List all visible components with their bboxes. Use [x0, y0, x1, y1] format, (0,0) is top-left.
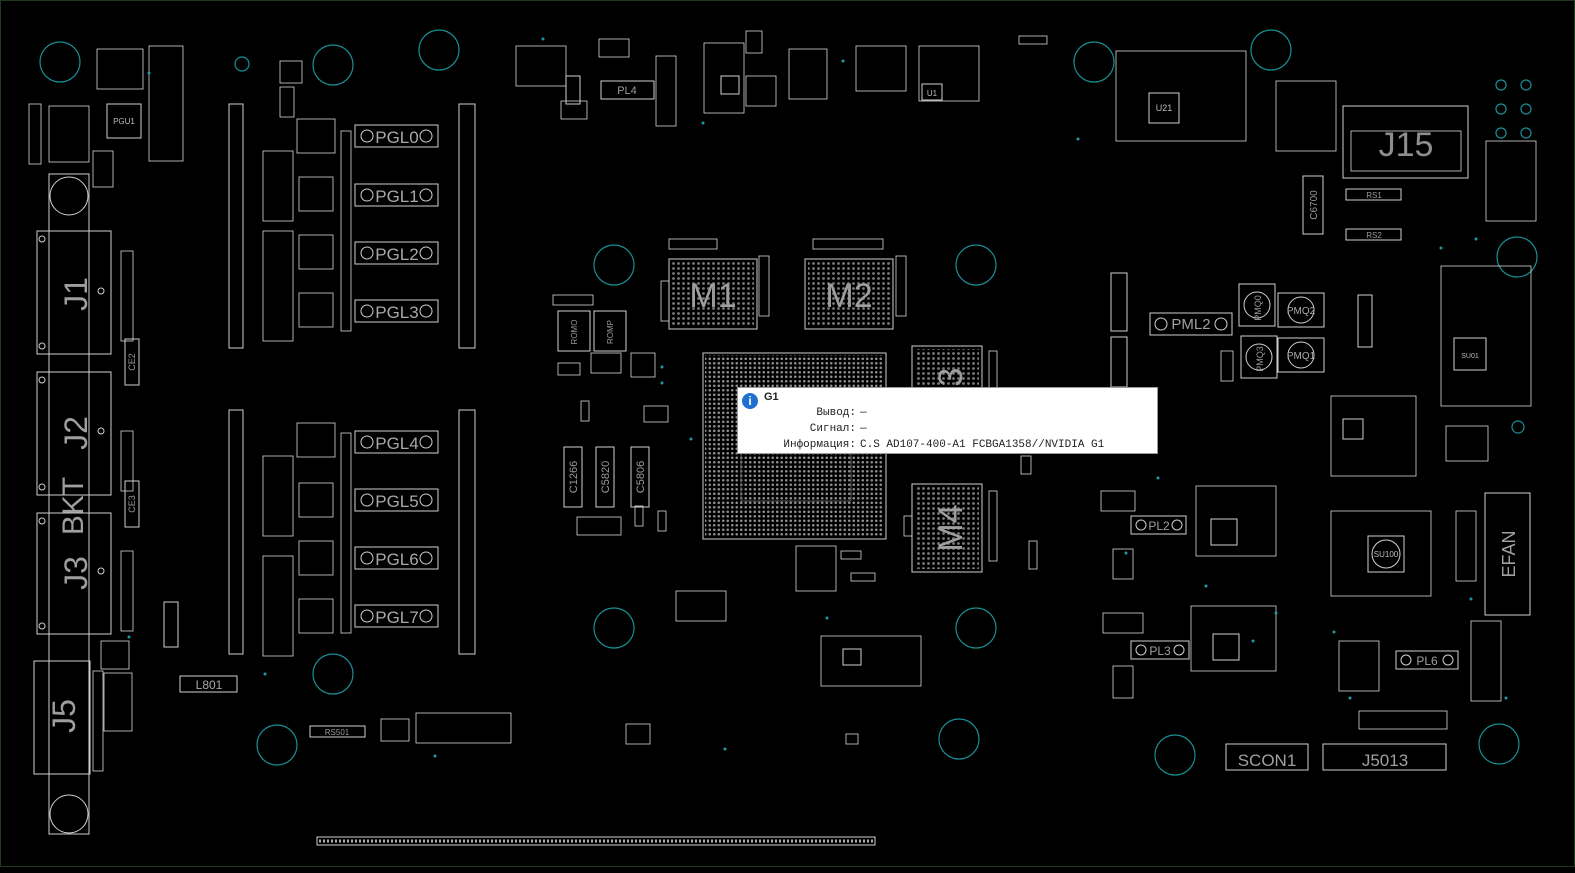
choke-pgl3-label: PGL3	[375, 303, 418, 322]
part-su100-label: SU100	[1374, 550, 1399, 559]
part-pmq2-label: PMQ2	[1287, 306, 1316, 317]
part-pmq1-label: PMQ1	[1287, 351, 1316, 362]
part-info-tooltip: i G1 Вывод: — Сигнал: — Информация: C.S …	[737, 387, 1158, 454]
tooltip-value-info: C.S AD107-400-A1 FCBGA1358//NVIDIA G1	[860, 439, 1105, 451]
smd-cluster-top-right	[1115, 50, 1537, 241]
mounting-holes	[39, 29, 1538, 776]
choke-pgl1-label: PGL1	[375, 187, 418, 206]
connector-j3-label: J3	[58, 556, 94, 590]
tooltip-title: G1	[764, 391, 779, 403]
part-romo-label: ROMO	[570, 320, 579, 345]
part-l801-label: L801	[196, 678, 223, 692]
choke-pgl4-label: PGL4	[375, 434, 418, 453]
part-romp-label: ROMP	[606, 320, 615, 344]
smd-cluster-bottom-left	[100, 338, 512, 744]
connector-j15-label: J15	[1379, 126, 1434, 164]
part-c5806-label: C5806	[635, 461, 647, 493]
part-ce3-label: CE3	[127, 495, 137, 513]
choke-group[interactable]	[354, 124, 439, 628]
part-ce2-label: CE2	[127, 353, 137, 371]
part-rs1-label: RS1	[1366, 191, 1382, 200]
tooltip-label-signal: Сигнал:	[809, 423, 856, 435]
part-u21-label: U21	[1156, 103, 1173, 113]
part-pml2-label: PML2	[1171, 316, 1210, 333]
connector-bkt-label: BKT	[57, 477, 90, 535]
part-pgu1-label: PGU1	[113, 117, 135, 126]
tooltip-value-pin: —	[860, 407, 867, 419]
memory-m3-label: 3	[932, 368, 970, 387]
info-icon: i	[742, 393, 758, 409]
smd-cluster-top-left	[28, 45, 184, 188]
choke-pgl5-label: PGL5	[375, 492, 418, 511]
part-c5820-label: C5820	[600, 461, 612, 493]
tooltip-label-pin: Вывод:	[816, 407, 856, 419]
vias	[127, 37, 1508, 758]
choke-pgl2-label: PGL2	[375, 245, 418, 264]
tooltip-label-info: Информация:	[783, 439, 856, 451]
memory-m2-label: M2	[825, 277, 872, 315]
part-pl2-label: PL2	[1148, 519, 1170, 533]
memory-m1-label: M1	[689, 277, 736, 315]
part-pl3-label: PL3	[1149, 644, 1171, 658]
part-su01-label: SU01	[1461, 353, 1479, 360]
tooltip-value-signal: —	[860, 423, 867, 435]
connector-j5-label: J5	[46, 699, 82, 733]
connector-j2-label: J2	[58, 416, 94, 450]
smd-cluster-top-center	[515, 30, 1048, 127]
part-c6700-label: C6700	[1309, 190, 1320, 220]
choke-pgl0-label: PGL0	[375, 128, 418, 147]
vrm-right-lower[interactable]	[1100, 395, 1531, 730]
connector-j5013-label: J5013	[1362, 751, 1408, 770]
phase-column-caps	[228, 60, 476, 655]
connector-j1-label: J1	[58, 277, 94, 311]
choke-pgl7-label: PGL7	[375, 608, 418, 627]
bottom-right-connectors[interactable]	[1225, 743, 1447, 771]
memory-m4-label: M4	[932, 504, 970, 551]
part-pl4-label: PL4	[617, 85, 637, 97]
part-pl6-label: PL6	[1416, 654, 1438, 668]
choke-pgl6-label: PGL6	[375, 550, 418, 569]
connector-scon1-label: SCON1	[1238, 751, 1297, 770]
vrm-phase-blocks-top	[262, 118, 352, 657]
vrm-right-middle[interactable]	[1110, 265, 1532, 407]
part-pmq0-label: PMQ0	[1253, 295, 1263, 321]
rom-area	[552, 294, 669, 536]
smd-cluster-bottom-center	[625, 455, 1038, 745]
io-connectors[interactable]	[33, 173, 134, 835]
part-pmq3-label: PMQ3	[1255, 346, 1265, 372]
pcie-slot-edge	[316, 836, 876, 846]
part-rs501-label: RS501	[325, 728, 350, 737]
part-rs2-label: RS2	[1366, 231, 1382, 240]
part-c1266-label: C1266	[568, 461, 580, 493]
connector-efan-label: EFAN	[1499, 530, 1519, 577]
part-u1-label: U1	[927, 89, 938, 98]
